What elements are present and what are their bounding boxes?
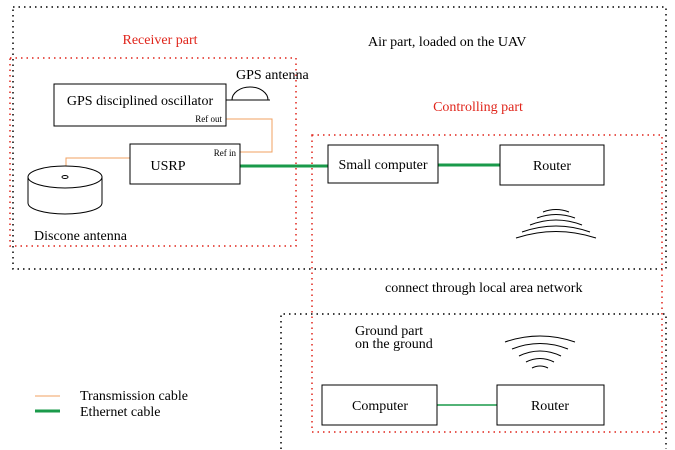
legend-transmission-label: Transmission cable [80, 389, 188, 404]
ground-part-region [280, 313, 667, 449]
small-computer-label: Small computer [338, 158, 427, 173]
ref-in-label: Ref in [214, 148, 237, 158]
usrp-label: USRP [150, 159, 185, 174]
ref-cable [226, 118, 273, 153]
discone-antenna-icon [27, 165, 103, 215]
receiver-part-label: Receiver part [122, 33, 197, 48]
ground-part-sublabel: on the ground [355, 337, 433, 352]
ref-out-label: Ref out [195, 114, 222, 124]
ground-part-label: Ground part [355, 324, 423, 339]
gpsdo-box [53, 83, 227, 127]
usrp-box [129, 143, 241, 185]
discone-antenna-label: Discone antenna [34, 229, 128, 244]
gps-antenna-icon [225, 86, 270, 104]
gps-antenna-label: GPS antenna [236, 68, 310, 83]
router-air-label: Router [533, 159, 571, 174]
legend-ethernet-label: Ethernet cable [80, 405, 160, 420]
router-ground-label: Router [531, 399, 569, 414]
router-air-box [499, 144, 605, 186]
computer-box [321, 384, 438, 426]
receiver-part-region [9, 57, 297, 247]
air-part-label: Air part, loaded on the UAV [368, 35, 526, 50]
computer-label: Computer [352, 399, 408, 414]
wireless-waves-ground-icon [504, 335, 576, 369]
wireless-waves-air-icon [515, 209, 597, 239]
network-label: connect through local area network [385, 281, 582, 296]
controlling-part-label: Controlling part [433, 100, 523, 115]
router-ground-box [496, 384, 605, 426]
small-computer-box [327, 144, 439, 184]
gpsdo-label: GPS disciplined oscillator [67, 94, 214, 109]
controlling-part-region [311, 134, 663, 433]
